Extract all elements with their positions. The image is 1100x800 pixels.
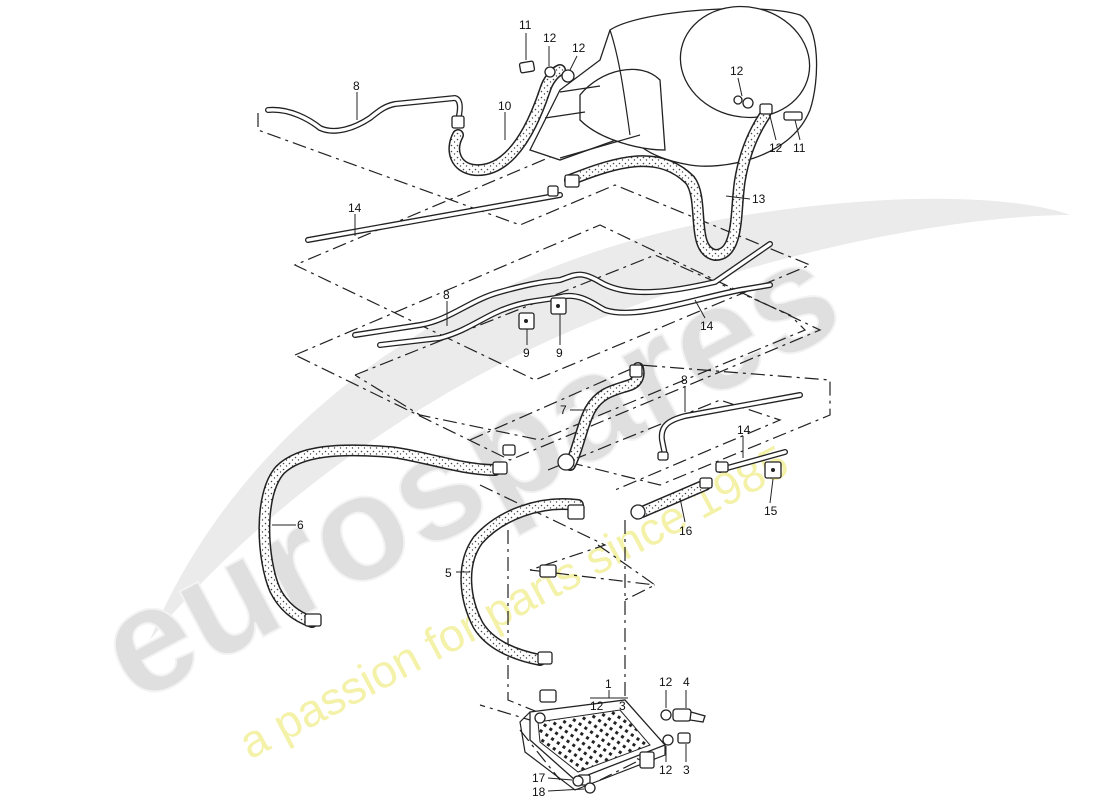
part-label-14: 14 [700, 319, 714, 333]
oil-line-8-middle [352, 241, 773, 338]
air-filter-housing [529, 5, 818, 167]
hose-16 [636, 479, 711, 518]
part-label-18: 18 [532, 785, 546, 799]
part-label-14: 14 [348, 201, 362, 215]
part-label-13: 13 [752, 192, 766, 206]
clamp-9-left [518, 312, 535, 330]
part-label-12: 12 [659, 675, 673, 689]
part-label-11: 11 [793, 141, 806, 155]
part-label-8: 8 [353, 79, 360, 93]
hose-6 [258, 444, 501, 628]
clamp-15 [764, 461, 782, 479]
part-label-5: 5 [445, 566, 452, 580]
clamp-9-right [550, 297, 567, 315]
hose-13 [564, 109, 771, 261]
fittings [304, 60, 803, 703]
part-label-9: 9 [556, 346, 563, 360]
oil-cooler [519, 699, 667, 791]
small-parts-cooler [572, 708, 706, 794]
watermark: eurospares a passion for parts since 198… [70, 198, 1070, 769]
part-label-1: 1 [605, 677, 612, 691]
part-label-15: 15 [764, 504, 778, 518]
part-label-4: 4 [683, 675, 690, 689]
part-label-12: 12 [590, 699, 604, 713]
leader-lines [272, 33, 801, 792]
oil-line-14-lower [717, 449, 788, 473]
part-label-3: 3 [619, 699, 626, 713]
part-label-8: 8 [443, 288, 450, 302]
oil-line-8-top [265, 95, 463, 134]
part-label-10: 10 [498, 99, 512, 113]
part-label-12: 12 [769, 141, 783, 155]
part-label-12: 12 [543, 31, 557, 45]
part-label-3: 3 [683, 763, 690, 777]
part-label-11: 11 [519, 18, 532, 32]
part-label-8: 8 [681, 373, 688, 387]
part-labels: 11 12 12 8 10 12 12 11 13 14 8 14 9 9 8 … [297, 18, 806, 799]
part-label-12: 12 [659, 763, 673, 777]
oil-line-8-lower [658, 392, 803, 458]
oil-line-14-upper [305, 192, 563, 243]
hose-5 [460, 498, 584, 666]
part-label-7: 7 [560, 403, 567, 417]
part-label-12: 12 [572, 41, 586, 55]
part-label-6: 6 [297, 518, 304, 532]
hose-7 [564, 362, 645, 471]
part-label-17: 17 [532, 771, 546, 785]
hose-10 [448, 64, 566, 177]
oil-line-14-middle [377, 282, 773, 348]
part-label-16: 16 [679, 524, 693, 538]
part-label-12: 12 [730, 64, 744, 78]
part-label-9: 9 [523, 346, 530, 360]
part-label-14: 14 [737, 423, 751, 437]
